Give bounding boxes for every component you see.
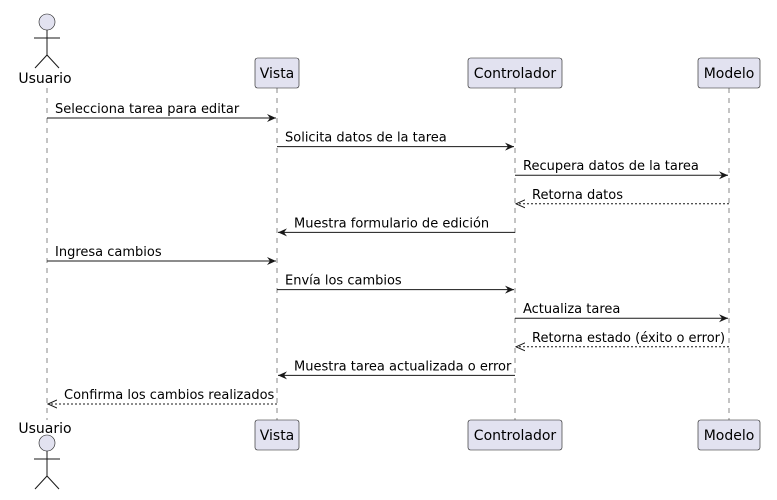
message-label: Envía los cambios xyxy=(285,274,402,289)
actor-leg-left xyxy=(34,54,48,69)
message-label: Muestra tarea actualizada o error xyxy=(294,359,512,374)
message-5: Muestra formulario de edición xyxy=(278,216,515,237)
message-label: Recupera datos de la tarea xyxy=(523,159,699,174)
message-label: Confirma los cambios realizados xyxy=(64,388,275,403)
actor-head xyxy=(38,13,56,31)
message-label: Retorna datos xyxy=(532,188,623,203)
message-8: Actualiza tarea xyxy=(515,302,728,323)
participant-box xyxy=(697,57,761,89)
message-label: Solicita datos de la tarea xyxy=(285,131,447,146)
participant-box xyxy=(467,419,563,451)
actor-leg-right xyxy=(46,475,60,490)
actor-usuario-top: Usuario xyxy=(18,13,72,87)
message-3: Recupera datos de la tarea xyxy=(515,159,728,180)
participant-modelo-bottom: Modelo xyxy=(697,419,761,451)
message-9: Retorna estado (éxito o error) xyxy=(516,331,729,347)
actor-label: Usuario xyxy=(18,421,71,437)
message-6: Ingresa cambios xyxy=(47,245,276,265)
participant-controlador-bottom: Controlador xyxy=(467,419,563,451)
message-label: Selecciona tarea para editar xyxy=(55,102,240,117)
participant-vista-top: Vista xyxy=(254,57,300,89)
actor-leg-left xyxy=(34,475,48,490)
message-2: Solicita datos de la tarea xyxy=(277,131,514,151)
participant-controlador-top: Controlador xyxy=(467,57,563,89)
message-label: Retorna estado (éxito o error) xyxy=(532,331,725,346)
message-1: Selecciona tarea para editar xyxy=(47,102,276,122)
participant-label: Controlador xyxy=(474,428,557,444)
message-label: Muestra formulario de edición xyxy=(294,216,489,231)
participant-label: Vista xyxy=(260,428,295,444)
participant-label: Vista xyxy=(260,66,295,82)
actor-head xyxy=(38,434,56,452)
participant-box xyxy=(254,419,300,451)
message-10: Muestra tarea actualizada o error xyxy=(278,359,515,380)
message-11: Confirma los cambios realizados xyxy=(48,388,277,404)
participant-box xyxy=(254,57,300,89)
actor-usuario-bottom: Usuario xyxy=(18,421,72,490)
participant-label: Modelo xyxy=(704,66,755,82)
message-7: Envía los cambios xyxy=(277,274,514,294)
participant-vista-bottom: Vista xyxy=(254,419,300,451)
message-label: Actualiza tarea xyxy=(523,302,620,317)
message-4: Retorna datos xyxy=(516,188,729,204)
participant-box xyxy=(467,57,563,89)
participant-label: Modelo xyxy=(704,428,755,444)
message-label: Ingresa cambios xyxy=(55,245,162,260)
participant-modelo-top: Modelo xyxy=(697,57,761,89)
participant-box xyxy=(697,419,761,451)
participant-label: Controlador xyxy=(474,66,557,82)
actor-leg-right xyxy=(46,54,60,69)
actor-label: Usuario xyxy=(18,71,71,87)
